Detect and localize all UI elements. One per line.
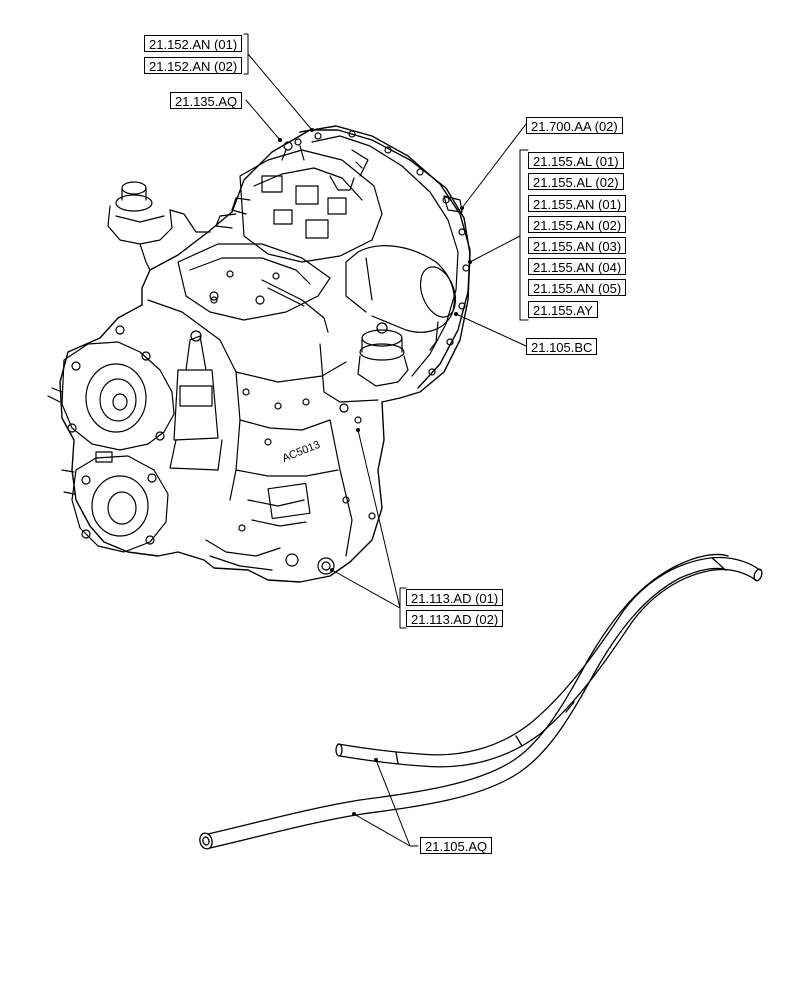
callout-21-155-al-02[interactable]: 21.155.AL (02) xyxy=(528,173,624,190)
callout-21-152-an-01[interactable]: 21.152.AN (01) xyxy=(144,35,243,52)
callout-21-155-an-03[interactable]: 21.155.AN (03) xyxy=(528,237,627,254)
callout-21-155-an-02[interactable]: 21.155.AN (02) xyxy=(528,216,627,233)
callout-21-135-aq[interactable]: 21.135.AQ xyxy=(170,92,243,109)
callout-21-700-aa-02[interactable]: 21.700.AA (02) xyxy=(526,117,623,134)
callout-21-105-aq[interactable]: 21.105.AQ xyxy=(420,837,493,854)
hose-pair xyxy=(199,553,763,850)
callout-21-113-ad-02[interactable]: 21.113.AD (02) xyxy=(406,610,504,627)
transmission-assembly: AC5013 xyxy=(47,125,471,583)
leader-lines xyxy=(243,33,529,847)
callout-21-152-an-02[interactable]: 21.152.AN (02) xyxy=(144,57,243,74)
callout-21-113-ad-01[interactable]: 21.113.AD (01) xyxy=(406,589,504,606)
callout-21-155-al-01[interactable]: 21.155.AL (01) xyxy=(528,152,624,169)
stamped-serial: AC5013 xyxy=(281,439,322,465)
callout-21-155-an-04[interactable]: 21.155.AN (04) xyxy=(528,258,627,275)
callout-21-155-an-05[interactable]: 21.155.AN (05) xyxy=(528,279,627,296)
callout-21-105-bc[interactable]: 21.105.BC xyxy=(526,338,598,355)
callout-21-155-ay[interactable]: 21.155.AY xyxy=(528,301,598,318)
callout-21-155-an-01[interactable]: 21.155.AN (01) xyxy=(528,195,627,212)
